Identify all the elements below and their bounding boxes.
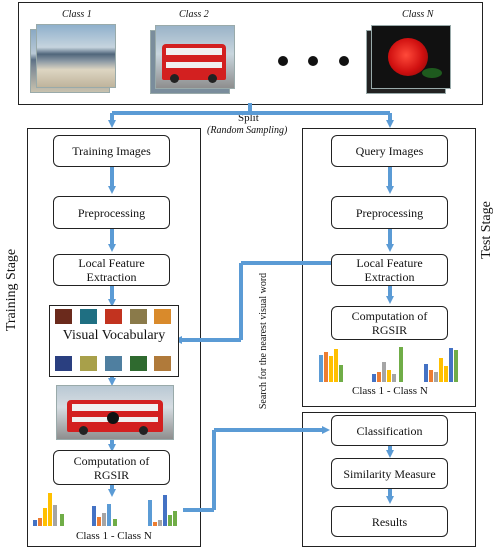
bar	[454, 350, 458, 382]
training-histogram-3	[148, 495, 177, 526]
bar	[97, 517, 101, 526]
training-images-box: Training Images	[53, 135, 170, 167]
test-computation-box: Computation of RGSIR	[331, 306, 448, 340]
test-histogram-2	[372, 347, 403, 382]
bar	[399, 347, 403, 382]
bar	[372, 374, 376, 382]
bus-icon	[67, 400, 163, 435]
bar	[153, 522, 157, 526]
bar	[43, 508, 47, 526]
bar	[38, 518, 42, 526]
bar	[173, 511, 177, 526]
visual-vocabulary-box: Visual Vocabulary	[49, 305, 179, 377]
vocab-patch-10	[154, 356, 171, 371]
bar	[53, 505, 57, 526]
search-nearest-word-label: Search for the nearest visual word	[257, 271, 285, 411]
search-label-text: Search for the nearest visual word	[258, 272, 269, 410]
bar	[334, 349, 338, 382]
bar	[429, 370, 433, 382]
bar	[392, 374, 396, 382]
bar	[444, 366, 448, 382]
bar	[92, 506, 96, 526]
query-images-box: Query Images	[331, 135, 448, 167]
bar	[424, 364, 428, 382]
test-histogram-3	[424, 348, 458, 382]
bar	[439, 358, 443, 382]
vocab-patch-6	[55, 356, 72, 371]
ellipsis-dot-3	[339, 56, 349, 66]
bar	[158, 520, 162, 526]
training-class-range-label: Class 1 - Class N	[76, 530, 152, 542]
vocab-patch-1	[55, 309, 72, 324]
training-sample-image	[56, 385, 174, 440]
bar	[163, 495, 167, 526]
ellipsis-dot-1	[278, 56, 288, 66]
bar	[319, 355, 323, 382]
bar	[48, 493, 52, 526]
results-box: Results	[331, 506, 448, 537]
split-sublabel: (Random Sampling)	[207, 125, 288, 136]
training-computation-box: Computation of RGSIR	[53, 450, 170, 485]
training-histogram-2	[92, 504, 117, 526]
bar	[60, 514, 64, 526]
bar	[329, 356, 333, 382]
classification-box: Classification	[331, 415, 448, 446]
test-preprocessing-box: Preprocessing	[331, 196, 448, 229]
class-2-label: Class 2	[179, 9, 209, 20]
bar	[107, 504, 111, 526]
bar	[377, 372, 381, 382]
bar	[168, 515, 172, 526]
bar	[113, 519, 117, 526]
similarity-measure-box: Similarity Measure	[331, 458, 448, 489]
test-class-range-label: Class 1 - Class N	[352, 385, 428, 397]
class-1-image	[36, 24, 116, 88]
training-local-feature-box: Local Feature Extraction	[53, 254, 170, 286]
class-2-image	[155, 25, 235, 89]
bar	[434, 372, 438, 382]
test-local-feature-box: Local Feature Extraction	[331, 254, 448, 286]
bus-icon	[162, 44, 226, 83]
vocab-patch-8	[105, 356, 122, 371]
vocab-patch-4	[130, 309, 147, 324]
bar	[33, 520, 37, 526]
vocab-patch-2	[80, 309, 97, 324]
bar	[102, 513, 106, 526]
class-n-label: Class N	[402, 9, 434, 20]
bar	[339, 365, 343, 382]
bar	[387, 370, 391, 382]
test-histogram-1	[319, 349, 343, 382]
vocab-patch-5	[154, 309, 171, 324]
bar	[449, 348, 453, 382]
bar	[324, 352, 328, 382]
rose-icon	[388, 38, 428, 76]
class-n-image	[371, 25, 451, 89]
vocab-patch-9	[130, 356, 147, 371]
vocab-patch-7	[80, 356, 97, 371]
class-1-label: Class 1	[62, 9, 92, 20]
training-histogram-1	[33, 493, 64, 526]
visual-vocabulary-label: Visual Vocabulary	[62, 328, 166, 343]
training-preprocessing-box: Preprocessing	[53, 196, 170, 229]
bar	[382, 362, 386, 382]
ellipsis-dot-2	[308, 56, 318, 66]
vocab-patch-3	[105, 309, 122, 324]
bar	[148, 500, 152, 526]
